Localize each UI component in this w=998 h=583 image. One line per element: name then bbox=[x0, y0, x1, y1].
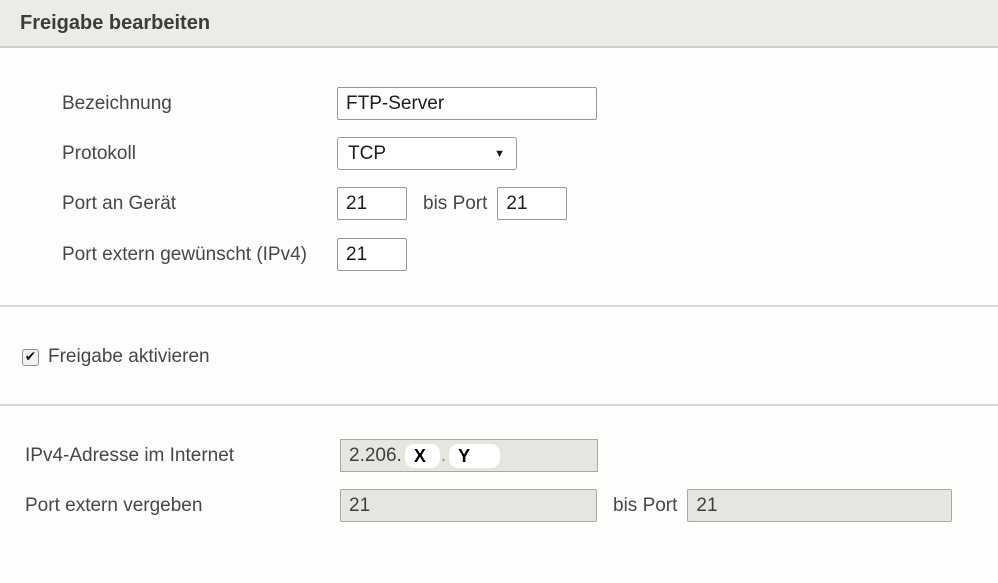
ipv4-prefix: 2.206. bbox=[349, 444, 402, 466]
bezeichnung-label: Bezeichnung bbox=[62, 93, 172, 114]
bis-port-label: bis Port bbox=[613, 495, 678, 516]
panel-header: Freigabe bearbeiten bbox=[0, 0, 998, 48]
freigabe-aktivieren-checkbox[interactable]: ✔ bbox=[22, 348, 39, 366]
redaction-blob-x: X bbox=[404, 443, 440, 468]
port-an-geraet-to-input[interactable] bbox=[497, 187, 568, 220]
row-port-extern-vergeben: Port extern vergeben bis Port bbox=[25, 489, 998, 523]
divider bbox=[0, 305, 998, 307]
divider bbox=[0, 404, 998, 406]
row-freigabe-aktivieren: ✔ Freigabe aktivieren bbox=[22, 345, 998, 369]
protokoll-selected-value: TCP bbox=[348, 142, 386, 164]
port-extern-vergeben-label: Port extern vergeben bbox=[25, 495, 203, 516]
row-bezeichnung: Bezeichnung bbox=[62, 87, 998, 120]
port-extern-vergeben-to-input bbox=[687, 489, 953, 522]
page-title: Freigabe bearbeiten bbox=[20, 11, 211, 34]
ipv4-adresse-label: IPv4-Adresse im Internet bbox=[25, 445, 235, 466]
readonly-info-section: IPv4-Adresse im Internet 2.206. X . Y Po… bbox=[0, 439, 998, 523]
port-extern-gewuenscht-label: Port extern gewünscht (IPv4) bbox=[62, 244, 307, 265]
edit-form-section: Bezeichnung Protokoll TCP ▼ Port an Gerä… bbox=[0, 87, 998, 271]
ipv4-adresse-field: 2.206. X . Y bbox=[340, 439, 598, 472]
row-port-an-geraet: Port an Gerät bis Port bbox=[62, 187, 998, 221]
port-extern-vergeben-from-input bbox=[340, 489, 597, 522]
redaction-blob-y: Y bbox=[449, 443, 501, 468]
row-port-extern-gewuenscht: Port extern gewünscht (IPv4) bbox=[62, 238, 998, 271]
chevron-down-icon: ▼ bbox=[494, 147, 505, 160]
protokoll-label: Protokoll bbox=[62, 143, 136, 164]
bezeichnung-input[interactable] bbox=[337, 87, 597, 120]
checkmark-icon: ✔ bbox=[24, 348, 37, 364]
protokoll-select[interactable]: TCP ▼ bbox=[337, 137, 517, 170]
port-an-geraet-label: Port an Gerät bbox=[62, 193, 177, 214]
port-extern-gewuenscht-input[interactable] bbox=[337, 238, 407, 271]
ipv4-separator: . bbox=[440, 444, 447, 466]
freigabe-aktivieren-label: Freigabe aktivieren bbox=[48, 346, 210, 367]
bis-port-label: bis Port bbox=[423, 193, 488, 214]
port-an-geraet-from-input[interactable] bbox=[337, 187, 407, 220]
row-ipv4-adresse: IPv4-Adresse im Internet 2.206. X . Y bbox=[25, 439, 998, 472]
row-protokoll: Protokoll TCP ▼ bbox=[62, 137, 998, 170]
